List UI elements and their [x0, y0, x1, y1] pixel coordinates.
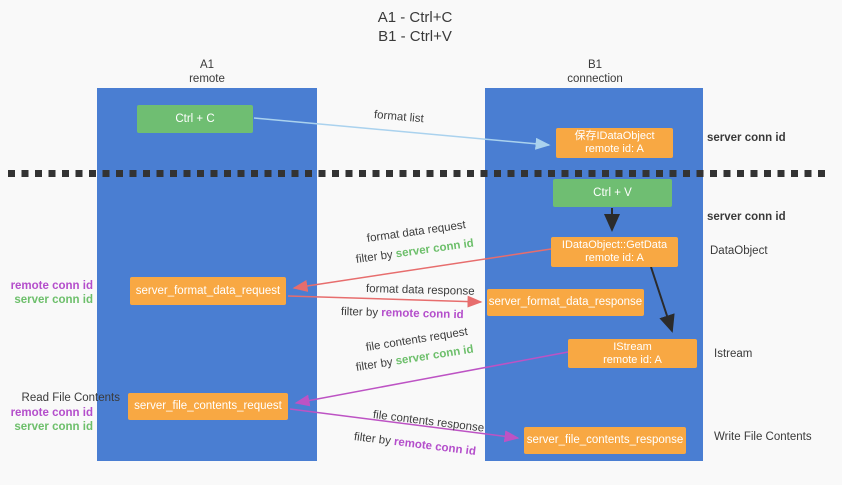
node-istream-line1: IStream: [613, 340, 652, 353]
title-line-1: A1 - Ctrl+C: [377, 9, 453, 26]
lane-left-id: A1: [199, 59, 215, 71]
dotted-separator-line: [8, 170, 826, 177]
node-file-request-label: server_file_contents_request: [134, 400, 282, 412]
node-format-request-label: server_format_data_request: [135, 284, 281, 297]
node-server-format-data-response[interactable]: server_format_data_response: [487, 289, 644, 316]
node-ctrl-c[interactable]: Ctrl + C: [137, 105, 253, 133]
node-ctrl-v[interactable]: Ctrl + V: [553, 179, 672, 207]
side-label-server-conn-id-mid: server conn id: [707, 211, 786, 223]
node-server-file-contents-response[interactable]: server_file_contents_response: [524, 427, 686, 454]
node-save-idataobject-line2: remote id: A: [585, 143, 644, 155]
side-label-remote-conn-id-2: remote conn id: [10, 407, 93, 419]
title-line-2: B1 - Ctrl+V: [378, 28, 452, 45]
node-getdata-line2: remote id: A: [585, 252, 644, 264]
lane-right-id: B1: [587, 59, 603, 71]
side-label-server-conn-id-2: server conn id: [14, 421, 93, 433]
node-file-response-label: server_file_contents_response: [526, 434, 684, 446]
side-label-read-file-contents: Read File Contents: [21, 392, 120, 404]
side-label-left-conn-ids-2: remote conn id server conn id: [0, 406, 93, 434]
side-label-left-conn-ids-1: remote conn id server conn id: [0, 279, 93, 307]
arrow-getdata-to-istream: [650, 266, 675, 333]
side-label-dataobject: DataObject: [710, 245, 768, 257]
lane-left-name: remote: [189, 73, 225, 85]
node-idataobject-getdata[interactable]: IDataObject::GetData remote id: A: [551, 237, 678, 267]
lane-header-left: A1 remote: [152, 58, 262, 86]
node-istream[interactable]: IStream remote id: A: [568, 339, 697, 368]
node-ctrl-c-label: Ctrl + C: [175, 112, 215, 125]
node-ctrl-v-label: Ctrl + V: [593, 186, 632, 199]
node-save-idataobject-line1: 保存IDataObject: [574, 130, 655, 142]
arrow-format-list: [253, 117, 551, 150]
arrow-format-data-request: [292, 248, 552, 292]
node-getdata-line1: IDataObject::GetData: [561, 239, 668, 251]
arrow-file-contents-request: [294, 351, 569, 407]
node-server-format-data-request[interactable]: server_format_data_request: [130, 277, 286, 305]
side-label-remote-conn-id-1: remote conn id: [10, 280, 93, 292]
node-istream-line2: remote id: A: [603, 353, 662, 366]
node-format-response-label: server_format_data_response: [488, 296, 643, 308]
side-label-server-conn-id-1: server conn id: [14, 294, 93, 306]
diagram-title: A1 - Ctrl+C B1 - Ctrl+V: [330, 8, 500, 46]
side-label-server-conn-id-top: server conn id: [707, 132, 786, 144]
node-server-file-contents-request[interactable]: server_file_contents_request: [128, 393, 288, 420]
remote-conn-id-highlight: remote conn id: [381, 307, 464, 322]
side-label-istream: Istream: [714, 348, 753, 360]
arrow-format-data-response: [287, 295, 483, 308]
lane-right-name: connection: [567, 73, 623, 85]
node-save-idataobject[interactable]: 保存IDataObject remote id: A: [556, 128, 673, 158]
filter-by-text: filter by: [340, 306, 382, 320]
arrow-file-contents-response: [289, 408, 520, 443]
lane-header-right: B1 connection: [540, 58, 650, 86]
side-label-write-file-contents: Write File Contents: [714, 431, 812, 443]
